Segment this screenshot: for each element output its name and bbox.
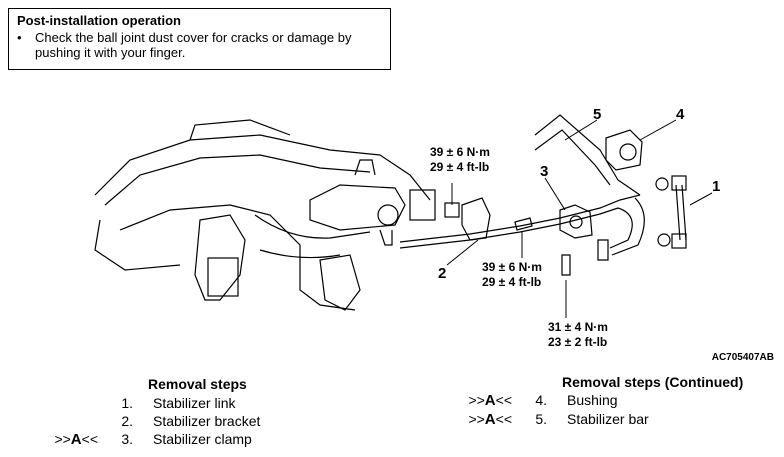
removal-step-3: >>A<<3.Stabilizer clamp [38, 431, 251, 448]
vehicle-frame [94, 119, 436, 311]
leader-lines [446, 119, 713, 318]
stabilizer-clamp [559, 204, 593, 239]
removal-step-4: >>A<<4.Bushing [452, 392, 617, 409]
stabilizer-link [655, 175, 687, 249]
note-line-2: pushing it with your finger. [35, 45, 186, 60]
callout-3: 3 [540, 163, 549, 180]
note-title: Post-installation operation [17, 13, 181, 28]
torque-label-bracket: 39 ± 6 N·m 29 ± 4 ft-lb [430, 145, 490, 174]
removal-steps-continued-title: Removal steps (Continued) [562, 374, 744, 390]
note-mark-a: >>A<< [468, 392, 512, 409]
bullet-mark: • [17, 30, 22, 45]
bolts [514, 217, 609, 276]
note-bullet-item: • Check the ball joint dust cover for cr… [17, 30, 382, 45]
removal-step-1: 1.Stabilizer link [121, 395, 236, 411]
note-continuation: pushing it with your finger. [17, 45, 382, 60]
note-mark-a: >>A<< [468, 411, 512, 428]
figure-id: AC705407AB [711, 352, 774, 363]
torque-label-link: 31 ± 4 N·m 23 ± 2 ft-lb [548, 320, 608, 349]
torque-label-clamp: 39 ± 6 N·m 29 ± 4 ft-lb [482, 260, 542, 289]
callout-1: 1 [712, 178, 721, 195]
removal-steps-title: Removal steps [148, 376, 247, 392]
note-line-1: Check the ball joint dust cover for crac… [35, 30, 352, 45]
removal-step-5: >>A<<5.Stabilizer bar [452, 411, 648, 428]
post-installation-note: Post-installation operation • Check the … [8, 8, 391, 70]
callout-4: 4 [676, 106, 685, 123]
callout-2: 2 [438, 265, 447, 282]
removal-step-2: 2.Stabilizer bracket [121, 413, 261, 429]
bushing [605, 129, 643, 171]
callout-5: 5 [593, 106, 602, 123]
note-mark-a: >>A<< [54, 431, 98, 448]
